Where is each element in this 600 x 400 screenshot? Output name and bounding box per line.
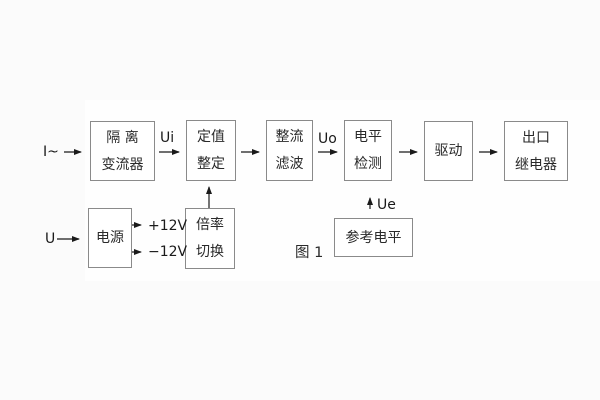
block-level-detect: 电平 检测 [344,120,392,181]
block-label-line: 驱动 [434,143,463,159]
block-drive: 驱动 [424,121,473,181]
block-rectifier-filter: 整流 滤波 [266,120,313,181]
label-input-current: I~ [43,144,59,160]
block-label-line: 变流器 [101,156,144,173]
block-label-line: 继电器 [515,156,557,173]
block-label-line: 定值 [197,129,225,145]
block-label-line: 切换 [196,244,224,260]
block-label-line: 整流 [275,129,304,145]
block-label-line: 参考电平 [345,229,402,246]
block-isolation-transformer: 隔 离 变流器 [90,121,155,181]
block-reference-level: 参考电平 [334,218,413,257]
block-label-line: 滤波 [275,156,304,172]
block-label-line: 倍率 [196,217,224,233]
label-signal-ue: Ue [377,197,396,213]
block-output-relay: 出口 继电器 [504,121,568,181]
block-multiplier-switch: 倍率 切换 [185,208,235,269]
label-minus12v: −12V [148,244,188,260]
label-plus12v: +12V [148,218,188,234]
block-setting-adjust: 定值 整定 [186,120,236,181]
block-label-line: 电平 [354,129,382,145]
block-label-line: 出口 [522,129,550,146]
block-label-line: 整定 [197,156,225,172]
block-label-line: 隔 离 [106,129,139,146]
block-power-supply: 电源 [88,208,132,268]
figure-caption: 图 1 [295,245,324,261]
block-label-line: 电源 [96,230,124,246]
label-signal-ui: Ui [160,130,175,146]
label-signal-uo: Uo [318,131,337,147]
block-label-line: 检测 [354,156,382,172]
label-input-voltage: U [45,231,56,247]
